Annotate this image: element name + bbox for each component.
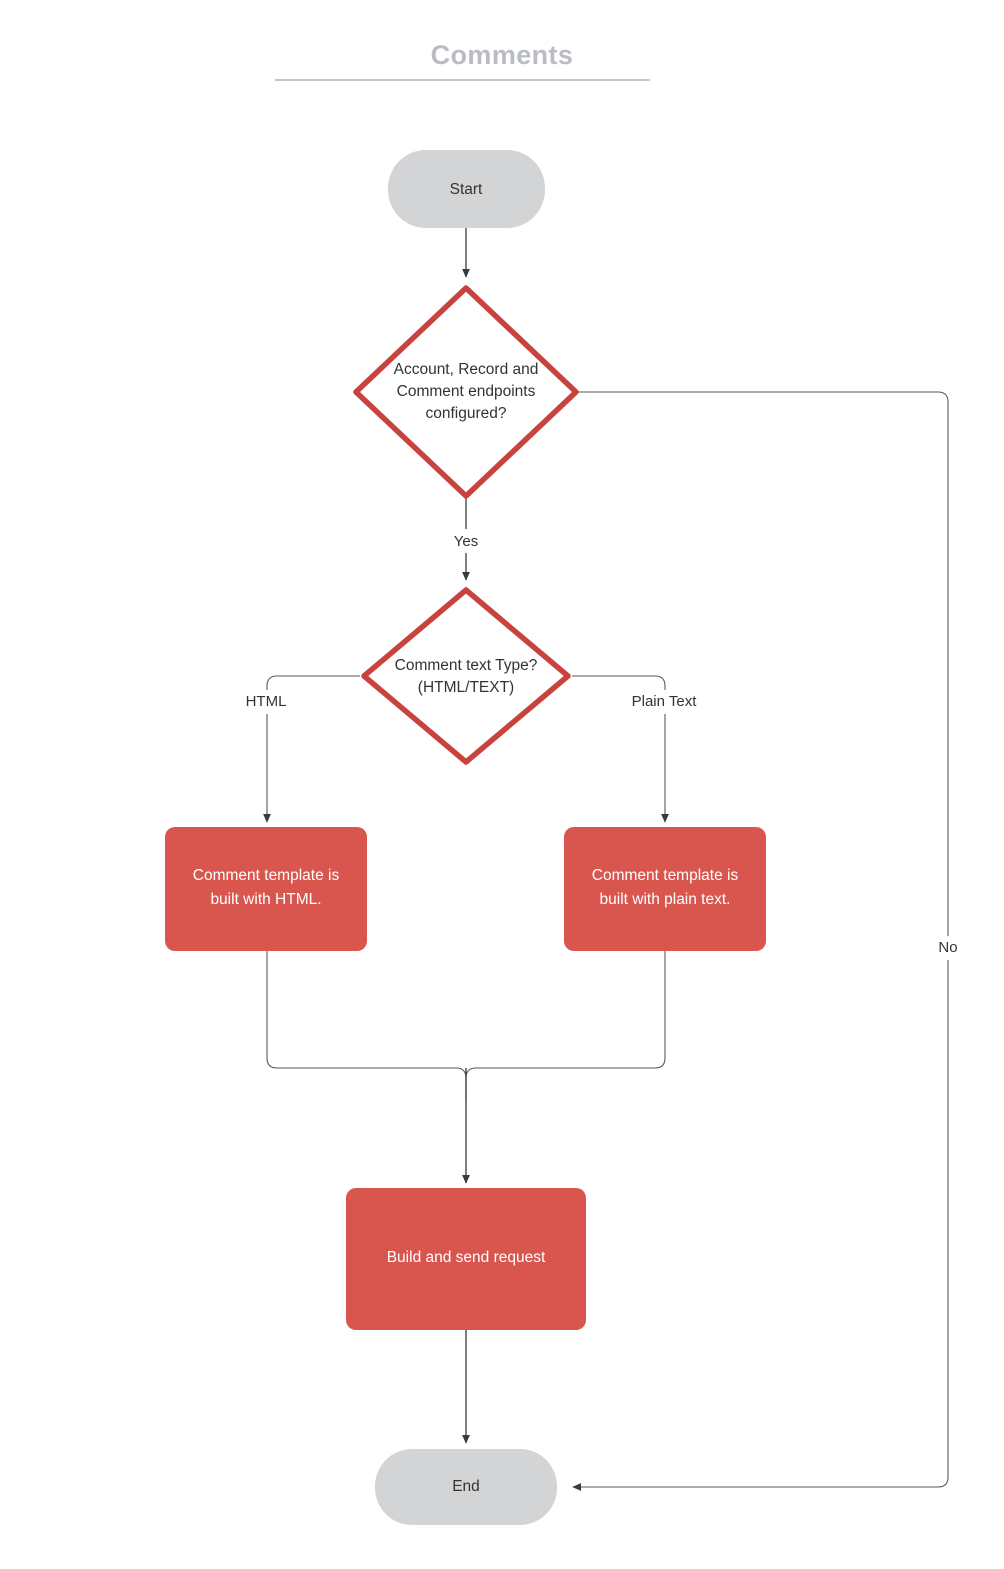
node-decision-text-type-line1: Comment text Type? — [395, 657, 538, 674]
node-decision-endpoints[interactable]: Account, Record and Comment endpoints co… — [353, 285, 579, 499]
edge-plain-to-build — [465, 951, 666, 1100]
node-start-label: Start — [450, 181, 483, 198]
node-decision-endpoints-line2: Comment endpoints — [397, 383, 536, 400]
edge-label-no: No — [938, 939, 957, 956]
edge-html-to-build — [266, 951, 467, 1100]
edge-endpoints-yes: Yes — [454, 497, 478, 581]
edge-endpoints-no: No — [572, 391, 958, 1491]
edge-type-html: HTML — [246, 675, 360, 823]
page-title: Comments — [430, 40, 574, 70]
node-process-plain[interactable]: Comment template is built with plain tex… — [564, 827, 766, 951]
node-process-html-line2: built with HTML. — [210, 891, 321, 908]
node-end[interactable]: End — [375, 1449, 557, 1525]
title-divider — [275, 79, 650, 81]
node-decision-text-type-line2: (HTML/TEXT) — [418, 679, 514, 696]
node-process-build-send-label: Build and send request — [387, 1249, 546, 1266]
edge-label-plain-text: Plain Text — [632, 693, 698, 710]
node-process-plain-line2: built with plain text. — [600, 891, 731, 908]
edge-type-plain: Plain Text — [572, 675, 698, 823]
node-end-label: End — [452, 1478, 480, 1495]
node-process-plain-line1: Comment template is — [592, 867, 739, 884]
node-start[interactable]: Start — [388, 150, 545, 228]
node-decision-text-type[interactable]: Comment text Type? (HTML/TEXT) — [361, 587, 571, 765]
node-process-html-line1: Comment template is — [193, 867, 340, 884]
edge-label-html: HTML — [246, 693, 287, 710]
node-process-html[interactable]: Comment template is built with HTML. — [165, 827, 367, 951]
node-decision-endpoints-line1: Account, Record and — [394, 361, 539, 378]
node-decision-endpoints-line3: configured? — [425, 405, 506, 422]
edge-label-yes: Yes — [454, 533, 478, 550]
node-process-build-send[interactable]: Build and send request — [346, 1188, 586, 1330]
